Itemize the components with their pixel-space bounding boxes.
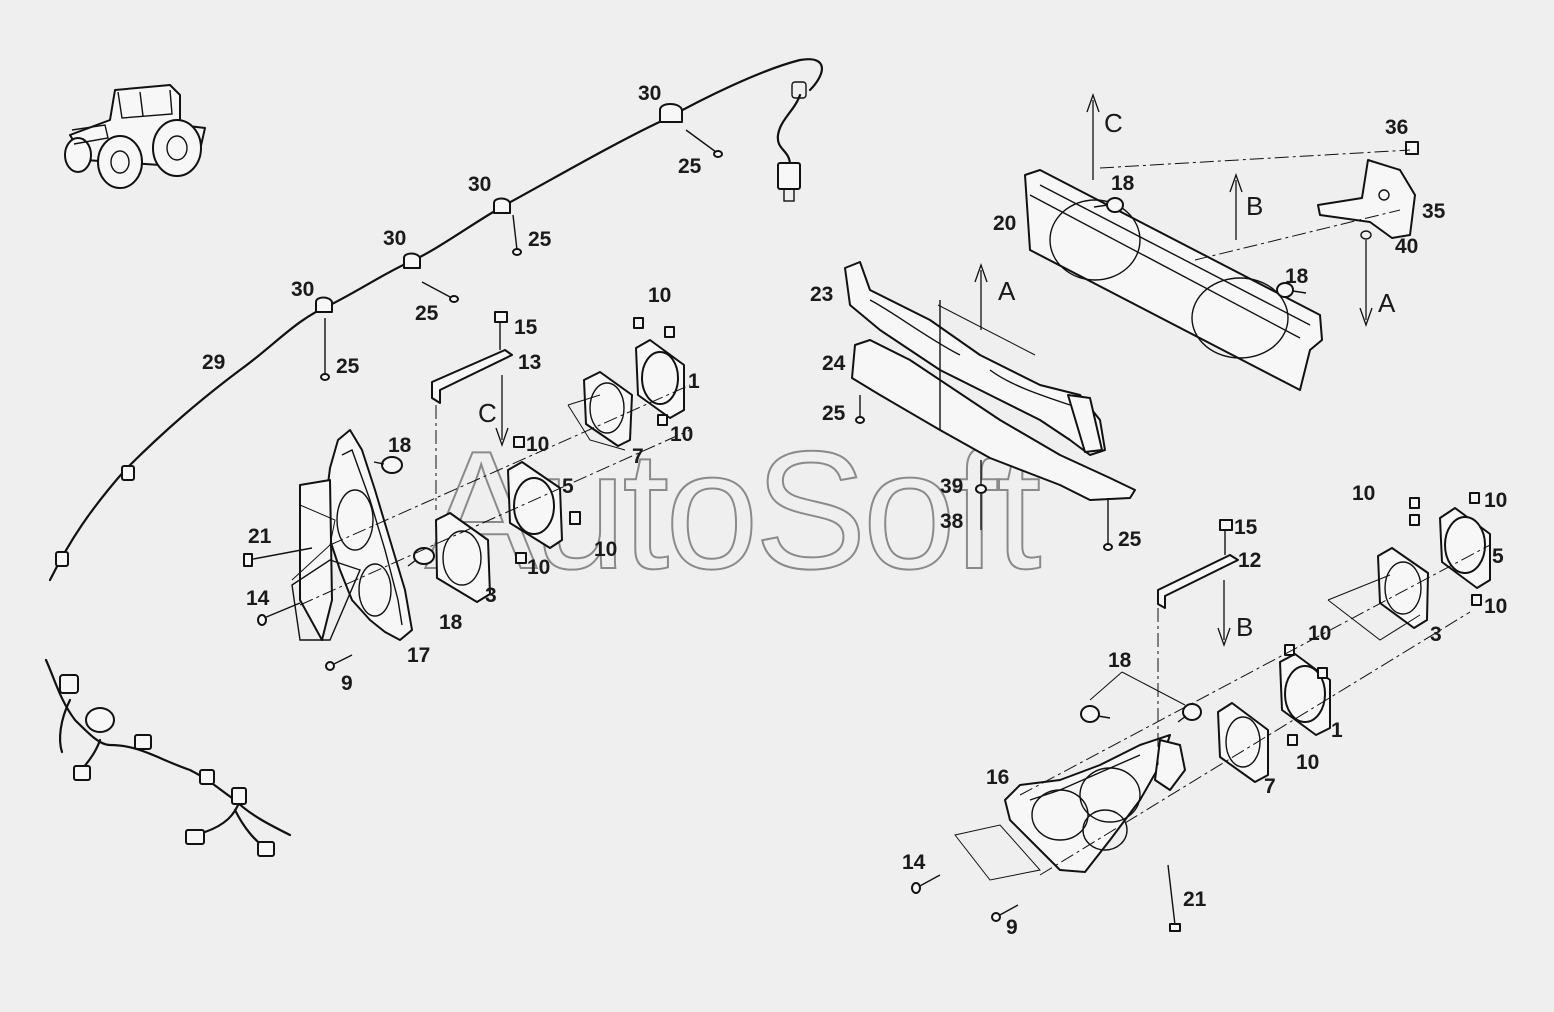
left-gasket-7 — [583, 371, 633, 447]
callout-30: 30 — [638, 82, 661, 105]
callout-25: 25 — [336, 355, 360, 378]
bracket-35 — [1317, 141, 1419, 240]
section-label-a1: A — [998, 276, 1016, 306]
callout-29: 29 — [202, 351, 225, 374]
callout-16: 16 — [986, 766, 1009, 789]
right-lamp-housing-16 — [1004, 734, 1186, 873]
callout-18: 18 — [439, 611, 463, 634]
callout-10: 10 — [1484, 489, 1507, 512]
frame-20 — [1024, 169, 1323, 391]
callout-10: 10 — [526, 433, 549, 456]
callout-18: 18 — [1108, 649, 1132, 672]
callout-15: 15 — [1234, 516, 1258, 539]
callout-9: 9 — [1006, 916, 1018, 939]
callout-38: 38 — [940, 510, 964, 533]
callout-21: 21 — [248, 525, 272, 548]
callout-25: 25 — [528, 228, 552, 251]
callout-7: 7 — [632, 445, 644, 468]
callout-15: 15 — [514, 316, 538, 339]
left-lamp-5 — [507, 436, 581, 564]
screws-25 — [320, 129, 723, 381]
right-gasket-3 — [1377, 547, 1429, 629]
callout-5: 5 — [562, 475, 574, 498]
callout-14: 14 — [246, 587, 270, 610]
right-lamp-5 — [1409, 492, 1491, 606]
callout-9: 9 — [341, 672, 353, 695]
right-lamp-1 — [1279, 644, 1331, 746]
callout-36: 36 — [1385, 116, 1408, 139]
callout-25: 25 — [1118, 528, 1142, 551]
bracket-12 — [1157, 554, 1239, 609]
callout-30: 30 — [468, 173, 491, 196]
callout-20: 20 — [993, 212, 1016, 235]
callout-18: 18 — [1285, 265, 1309, 288]
callout-23: 23 — [810, 283, 833, 306]
section-label-a2: A — [1378, 288, 1396, 318]
section-arrows: C B A A C B — [478, 93, 1396, 647]
tractor-icon — [64, 84, 206, 189]
callout-1: 1 — [688, 370, 700, 393]
callout-10: 10 — [1296, 751, 1319, 774]
callout-40: 40 — [1395, 235, 1418, 258]
callout-3: 3 — [485, 584, 497, 607]
section-label-c2: C — [478, 398, 497, 428]
callout-13: 13 — [518, 351, 541, 374]
section-label-b2: B — [1236, 612, 1253, 642]
callout-10: 10 — [1308, 622, 1331, 645]
wiring-harness-lower — [44, 658, 292, 857]
right-bolts — [911, 703, 1202, 932]
callout-1: 1 — [1331, 719, 1343, 742]
right-gasket-7 — [1217, 702, 1269, 783]
callout-10: 10 — [1352, 482, 1375, 505]
callout-10: 10 — [648, 284, 671, 307]
left-lamp-housing-17 — [291, 429, 413, 641]
grille-23 — [844, 261, 1106, 456]
callout-10: 10 — [527, 556, 550, 579]
left-lamp-1 — [633, 317, 685, 426]
callout-35: 35 — [1422, 200, 1446, 223]
callout-30: 30 — [383, 227, 406, 250]
section-label-b1: B — [1246, 191, 1263, 221]
section-label-c1: C — [1104, 108, 1123, 138]
callout-18: 18 — [1111, 172, 1135, 195]
callout-7: 7 — [1264, 775, 1276, 798]
callout-24: 24 — [822, 352, 846, 375]
callout-21: 21 — [1183, 888, 1207, 911]
left-bolts — [243, 456, 435, 671]
callout-17: 17 — [407, 644, 430, 667]
callout-25: 25 — [678, 155, 702, 178]
callout-10: 10 — [594, 538, 617, 561]
callout-25: 25 — [415, 302, 439, 325]
callout-14: 14 — [902, 851, 926, 874]
callout-30: 30 — [291, 278, 314, 301]
panel-24 — [851, 300, 1136, 501]
callout-25: 25 — [822, 402, 846, 425]
callout-10: 10 — [670, 423, 693, 446]
callout-12: 12 — [1238, 549, 1261, 572]
callout-5: 5 — [1492, 545, 1504, 568]
callout-3: 3 — [1430, 623, 1442, 646]
part-callouts: 30 25 30 25 30 25 30 25 29 10 15 13 1 10… — [202, 82, 1507, 939]
left-gasket-3 — [435, 512, 491, 603]
callout-39: 39 — [940, 475, 963, 498]
wiring-harness-29 — [48, 58, 823, 582]
callout-10: 10 — [1484, 595, 1507, 618]
bracket-13 — [431, 349, 513, 404]
callout-18: 18 — [388, 434, 412, 457]
